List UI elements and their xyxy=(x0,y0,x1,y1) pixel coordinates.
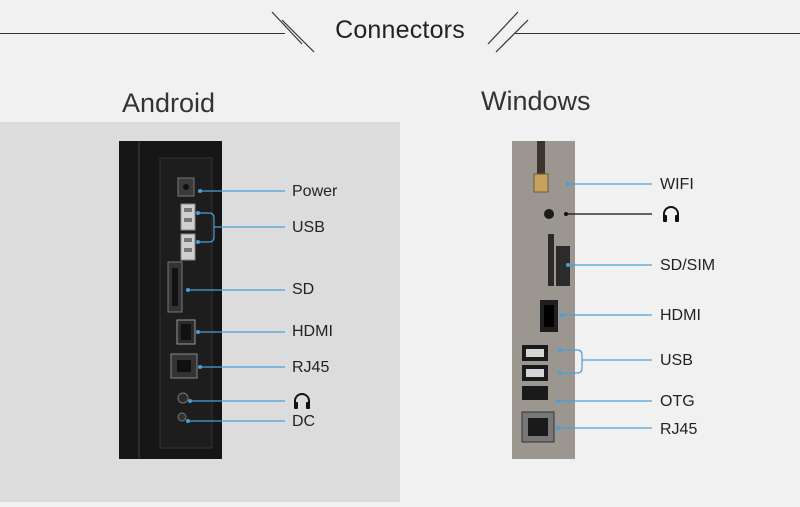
header-rule-right xyxy=(515,33,800,34)
android-label-sd: SD xyxy=(292,281,315,298)
windows-label-sdsim: SD/SIM xyxy=(660,257,716,274)
android-label-dc: DC xyxy=(292,413,316,430)
headphone-icon xyxy=(292,392,312,410)
page-title: Connectors xyxy=(335,16,465,44)
windows-label-otg: OTG xyxy=(660,393,695,410)
windows-label-rj45: RJ45 xyxy=(660,421,698,438)
windows-label-hdmi: HDMI xyxy=(660,307,701,324)
android-label-rj45: RJ45 xyxy=(292,359,330,376)
android-label-hdmi: HDMI xyxy=(292,323,333,340)
android-title: Android xyxy=(122,88,216,118)
windows-title: Windows xyxy=(481,86,591,116)
windows-label-wifi: WIFI xyxy=(660,176,694,193)
android-label-power: Power xyxy=(292,183,338,200)
headphone-icon xyxy=(661,205,681,223)
android-label-usb: USB xyxy=(292,219,325,236)
header-rule-left xyxy=(0,33,285,34)
windows-label-usb: USB xyxy=(660,352,693,369)
